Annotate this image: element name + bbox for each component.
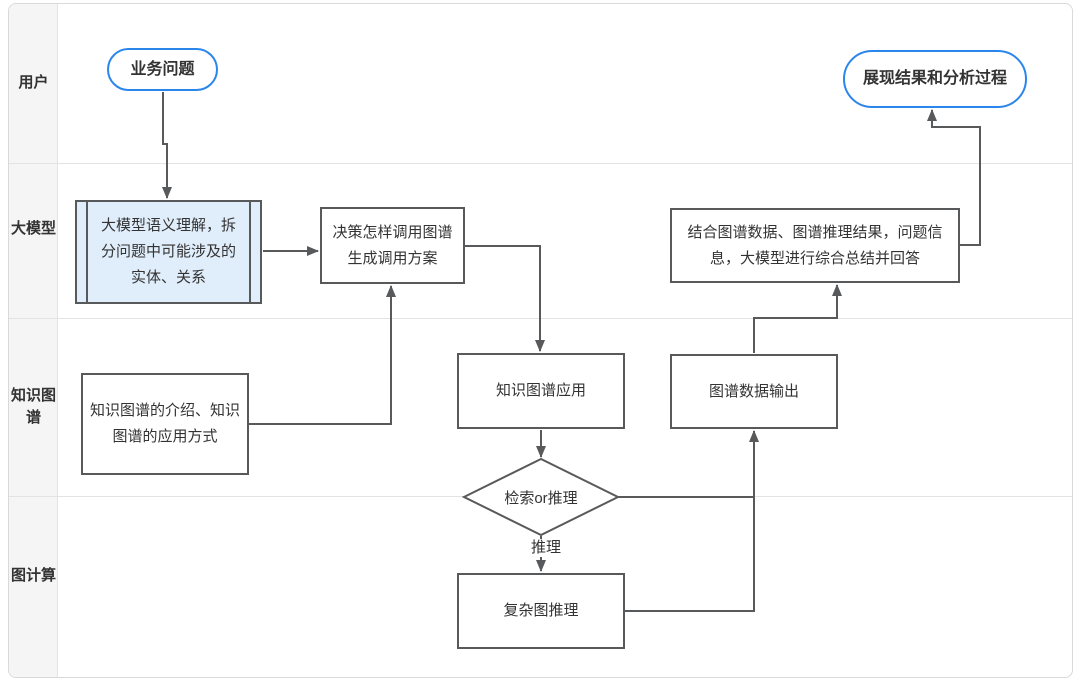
lane-label-column — [9, 4, 58, 677]
node-kg-output: 图谱数据输出 — [670, 354, 838, 429]
predefined-process-right-bar — [249, 202, 251, 302]
edge-combine-answer-to-show-result — [927, 109, 981, 246]
node-kg-intro: 知识图谱的介绍、知识图谱的应用方式 — [81, 373, 249, 475]
node-llm-semantic-label: 大模型语义理解，拆分问题中可能涉及的实体、关系 — [100, 217, 236, 286]
edge-kg-intro-to-decision — [249, 285, 396, 425]
predefined-process-left-bar — [86, 202, 88, 302]
edge-kg-output-to-combine-answer — [753, 284, 842, 353]
node-kg-app: 知识图谱应用 — [457, 353, 625, 429]
lane-label-user: 用户 — [18, 74, 49, 91]
node-kg-intro-label: 知识图谱的介绍、知识图谱的应用方式 — [89, 402, 240, 445]
node-business-question-label: 业务问题 — [130, 60, 195, 78]
node-complex-reasoning-label: 复杂图推理 — [503, 602, 579, 619]
lane-divider-1 — [9, 163, 1072, 164]
node-show-result: 展现结果和分析过程 — [843, 50, 1027, 108]
edge-business-question-to-llm-semantic — [162, 92, 172, 199]
node-combine-answer: 结合图谱数据、图谱推理结果，问题信息，大模型进行综合总结并回答 — [670, 208, 960, 283]
lane-label-llm: 大模型 — [10, 220, 56, 237]
node-decision: 决策怎样调用图谱生成调用方案 — [320, 207, 465, 284]
node-search-or-reason-label: 检索or推理 — [504, 490, 578, 507]
node-decision-label: 决策怎样调用图谱生成调用方案 — [332, 223, 453, 267]
lane-label-graph-compute: 图计算 — [10, 567, 56, 584]
edge-label-reasoning: 推理 — [528, 539, 565, 557]
edge-complex-reasoning-to-kg-output — [625, 430, 759, 612]
node-kg-app-label: 知识图谱应用 — [495, 382, 586, 399]
node-complex-reasoning: 复杂图推理 — [457, 573, 625, 649]
node-show-result-label: 展现结果和分析过程 — [862, 70, 1007, 87]
node-llm-semantic: 大模型语义理解，拆分问题中可能涉及的实体、关系 — [75, 200, 262, 304]
node-combine-answer-label: 结合图谱数据、图谱推理结果，问题信息，大模型进行综合总结并回答 — [687, 223, 943, 267]
node-business-question: 业务问题 — [107, 48, 218, 91]
lane-label-knowledge-graph: 知识图谱 — [10, 387, 56, 426]
decision-diamond-shape — [461, 457, 621, 537]
node-kg-output-label: 图谱数据输出 — [708, 382, 799, 400]
edge-decision-to-kg-app — [465, 245, 545, 352]
